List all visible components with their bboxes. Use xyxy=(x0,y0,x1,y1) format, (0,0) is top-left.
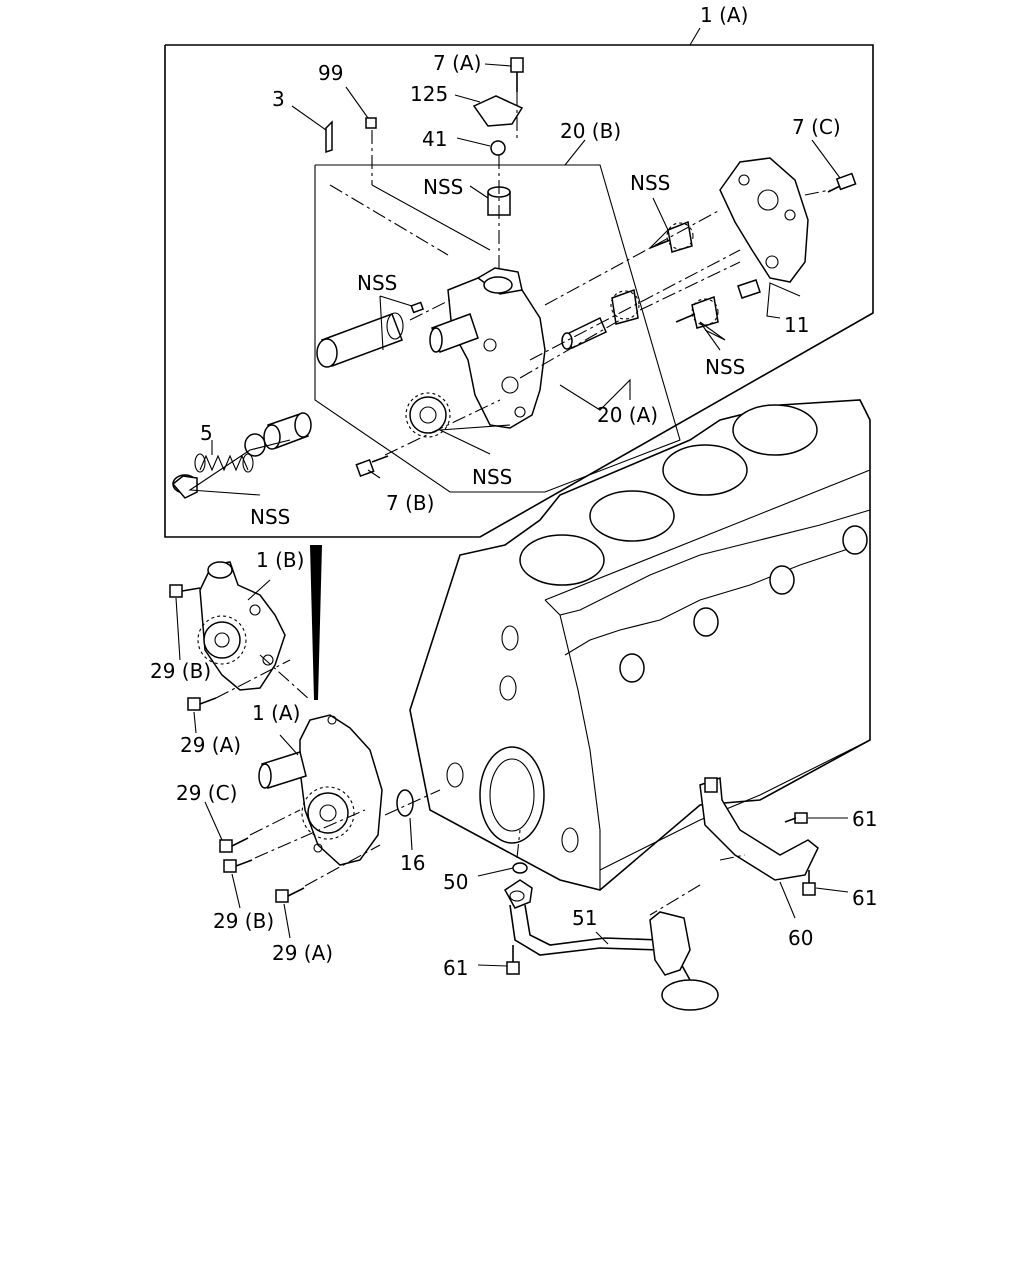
callout-7c: 7 (C) xyxy=(792,115,841,139)
callout-nss-sleeve: NSS xyxy=(423,175,463,199)
callout-7a: 7 (A) xyxy=(433,51,481,75)
leaders xyxy=(175,63,849,967)
pump-body-detail xyxy=(447,267,546,429)
bolt-61-left xyxy=(506,945,520,975)
idler-gear xyxy=(561,288,640,350)
callout-60: 60 xyxy=(788,926,813,950)
bolt-7c xyxy=(827,172,857,193)
bolt-61-right xyxy=(802,870,816,896)
detail-box xyxy=(164,27,874,538)
bracket-60 xyxy=(699,776,819,881)
pump-cover xyxy=(719,157,809,299)
relief-piston xyxy=(316,312,404,368)
callout-20a: 20 (A) xyxy=(597,403,658,427)
oil-pump-1a xyxy=(258,714,383,866)
detail-axes xyxy=(329,92,831,456)
cover-plate-125 xyxy=(472,95,524,127)
callout-61-right: 61 xyxy=(852,886,877,910)
callout-125: 125 xyxy=(410,82,448,106)
callout-nss-gear-upper: NSS xyxy=(630,171,670,195)
engine-block xyxy=(409,399,871,891)
strainer-axes xyxy=(516,829,746,916)
mid-axes xyxy=(215,654,441,887)
callout-99: 99 xyxy=(318,61,343,85)
bolt-29b-upper xyxy=(169,584,201,598)
callout-1a-top: 1 (A) xyxy=(700,3,748,27)
callout-61-left: 61 xyxy=(443,956,468,980)
pump-gear-lower xyxy=(675,295,719,329)
callout-11: 11 xyxy=(784,313,809,337)
bolt-61-upper xyxy=(784,812,808,824)
bolt-7b xyxy=(355,455,389,477)
relief-valve-parts xyxy=(171,412,312,499)
pin-3 xyxy=(325,120,333,154)
detail-pointer xyxy=(310,545,322,700)
callout-20b: 20 (B) xyxy=(560,119,621,143)
callout-29b-lower: 29 (B) xyxy=(213,909,274,933)
plug-99 xyxy=(365,117,377,129)
callout-1b: 1 (B) xyxy=(256,548,304,572)
bolt-29c xyxy=(219,837,249,853)
callout-labels: 1 (A) 7 (A) 99 3 125 41 20 (B) 7 (C) NSS… xyxy=(150,3,877,980)
callout-29b-upper: 29 (B) xyxy=(150,659,211,683)
callout-3: 3 xyxy=(272,87,285,111)
pin-nss xyxy=(410,301,425,314)
callout-51: 51 xyxy=(572,906,597,930)
oring-16 xyxy=(396,789,414,817)
spring xyxy=(194,453,254,473)
bolt-7a xyxy=(510,57,524,92)
subassembly-outline xyxy=(314,164,681,493)
callout-nss-relief: NSS xyxy=(250,505,290,529)
callout-41: 41 xyxy=(422,127,447,151)
callout-nss-drive-gear: NSS xyxy=(472,465,512,489)
gasket-50 xyxy=(512,862,528,874)
callout-29a-upper: 29 (A) xyxy=(180,733,241,757)
bolt-29a-upper xyxy=(187,697,217,711)
callout-5: 5 xyxy=(200,421,213,445)
bolt-29a-lower xyxy=(275,887,305,903)
callout-61-upper: 61 xyxy=(852,807,877,831)
callout-50: 50 xyxy=(443,870,468,894)
callout-16: 16 xyxy=(400,851,425,875)
bolt-29b-lower xyxy=(223,859,253,873)
oil-strainer-51 xyxy=(504,879,719,1011)
ball-41 xyxy=(490,140,506,156)
drive-gear xyxy=(405,392,451,438)
pump-gear-upper xyxy=(649,220,694,253)
callout-1a-mid: 1 (A) xyxy=(252,701,300,725)
callout-nss-gear-lower: NSS xyxy=(705,355,745,379)
callout-nss-pin: NSS xyxy=(357,271,397,295)
pipe-stub xyxy=(429,313,479,353)
callout-7b: 7 (B) xyxy=(386,491,434,515)
callout-29a-lower: 29 (A) xyxy=(272,941,333,965)
callout-29c: 29 (C) xyxy=(176,781,237,805)
